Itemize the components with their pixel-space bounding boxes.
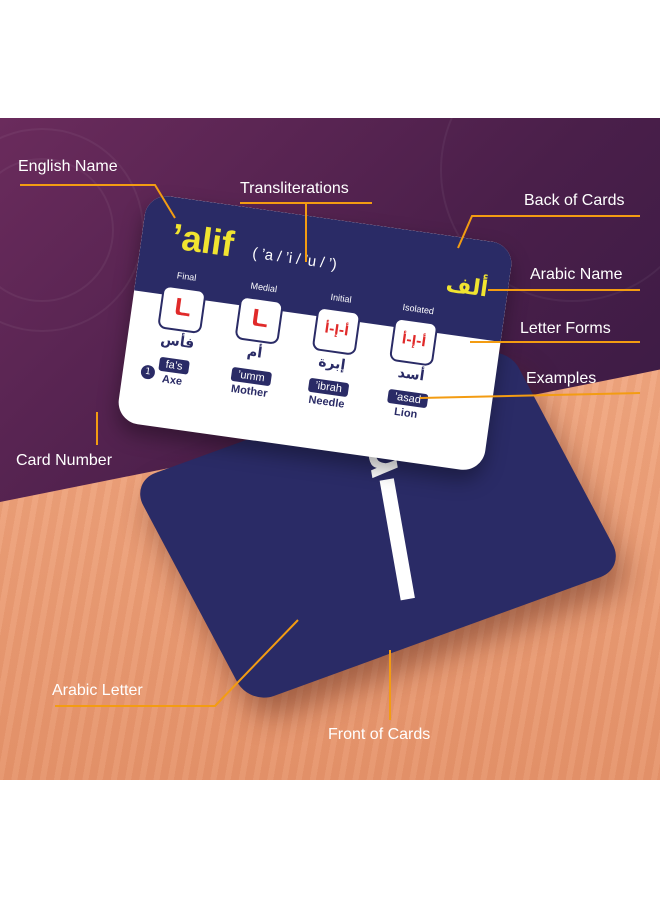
card-english-name: ’alif — [169, 215, 237, 265]
callout-front-of-cards: Front of Cards — [328, 726, 431, 743]
letter-form-glyph: أ-إ-أ — [388, 316, 439, 367]
callout-card-number: Card Number — [16, 452, 113, 469]
example-arabic: أم — [246, 343, 264, 362]
callout-letter-forms: Letter Forms — [520, 320, 611, 337]
example-item: أم ’umm Mother — [213, 340, 292, 403]
example-item: إبرة ’ibrah Needle — [290, 351, 369, 414]
example-english: Lion — [393, 405, 419, 421]
example-arabic: أسد — [396, 365, 426, 385]
letter-form-glyph: ـا — [234, 295, 285, 345]
example-item: فأس fa’s Axe — [136, 329, 215, 392]
callout-back-of-cards: Back of Cards — [524, 192, 625, 209]
letter-form-glyph: أ-إ-أ — [311, 306, 362, 356]
callout-examples: Examples — [526, 370, 597, 387]
example-arabic: فأس — [159, 331, 196, 353]
callout-arabic-name: Arabic Name — [530, 266, 623, 283]
letter-form-isolated: Isolated أ-إ-أ — [387, 301, 443, 367]
example-item: أسد ’asad Lion — [369, 362, 448, 425]
letter-form-final: Final ـا — [155, 268, 211, 335]
callout-transliterations: Transliterations — [240, 180, 349, 197]
letter-form-initial: Initial أ-إ-أ — [310, 290, 366, 356]
letter-form-glyph: ـا — [157, 284, 207, 335]
callout-english-name: English Name — [18, 158, 118, 175]
example-arabic: إبرة — [317, 353, 347, 374]
example-english: Needle — [307, 393, 346, 411]
example-translit: fa’s — [157, 356, 191, 375]
callout-arabic-letter: Arabic Letter — [52, 682, 143, 699]
letter-form-medial: Medial ـا — [232, 279, 288, 345]
example-english: Mother — [230, 382, 269, 400]
